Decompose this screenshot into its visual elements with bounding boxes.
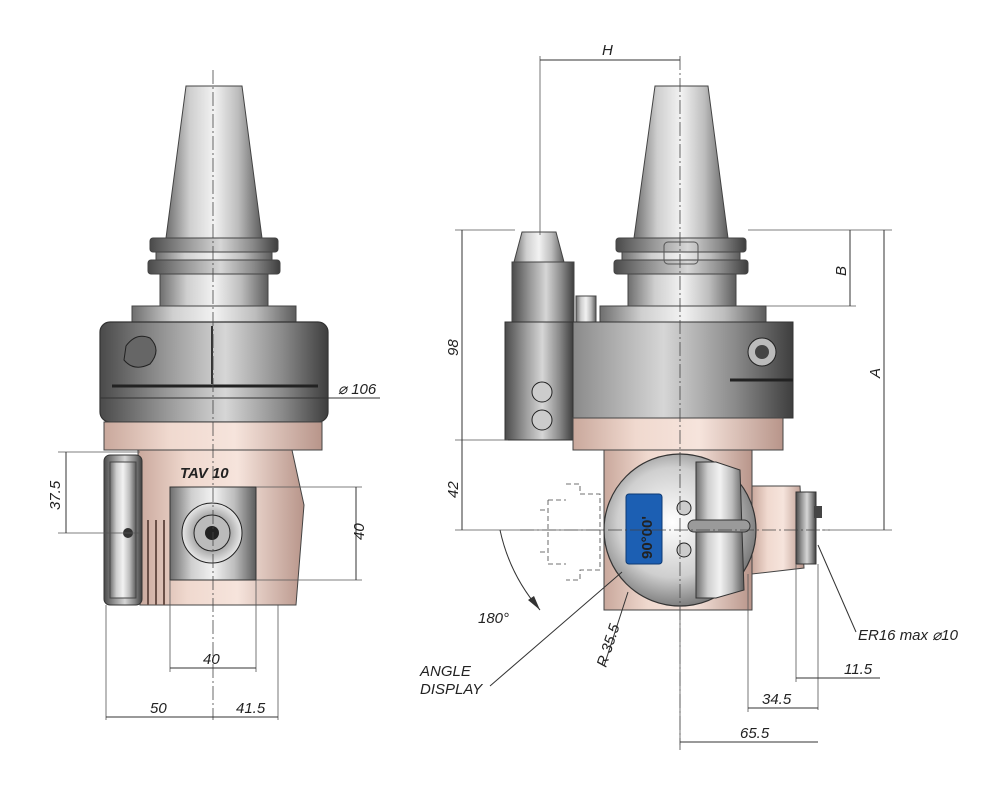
dim-11-5: 11.5 bbox=[844, 661, 873, 678]
taper-cone bbox=[165, 85, 263, 239]
dim-42: 42 bbox=[445, 481, 462, 498]
angle-display bbox=[625, 493, 663, 565]
dim-65-5: 65.5 bbox=[740, 725, 770, 742]
side-view: 90°00' H 98 42 B A 180° bbox=[419, 42, 959, 750]
dim-50: 50 bbox=[150, 700, 167, 717]
tav-label: TAV 10 bbox=[180, 465, 229, 482]
dim-diameter-106: ⌀ 106 bbox=[338, 381, 377, 398]
dim-r35-5: R 35.5 bbox=[594, 621, 624, 669]
note-er16: ER16 max ⌀10 bbox=[858, 627, 959, 644]
angle-display-value: 90°00' bbox=[639, 516, 656, 559]
dim-98: 98 bbox=[445, 339, 462, 356]
dim-34-5: 34.5 bbox=[762, 691, 792, 708]
dim-41-5: 41.5 bbox=[236, 700, 266, 717]
dim-40-horizontal: 40 bbox=[203, 651, 220, 668]
dim-a: A bbox=[867, 368, 884, 379]
angle-180: 180° bbox=[478, 610, 509, 627]
dim-h: H bbox=[602, 42, 613, 59]
note-angle-display-2: DISPLAY bbox=[420, 681, 483, 698]
dim-40-vertical: 40 bbox=[351, 523, 368, 540]
dim-b: B bbox=[833, 266, 850, 276]
dim-37-5: 37.5 bbox=[47, 480, 64, 510]
main-housing bbox=[99, 321, 329, 423]
taper-cone-side bbox=[633, 85, 729, 239]
note-angle-display-1: ANGLE bbox=[419, 663, 472, 680]
front-view: TAV 10 ⌀ 106 37.5 40 40 50 41.5 bbox=[47, 70, 380, 720]
